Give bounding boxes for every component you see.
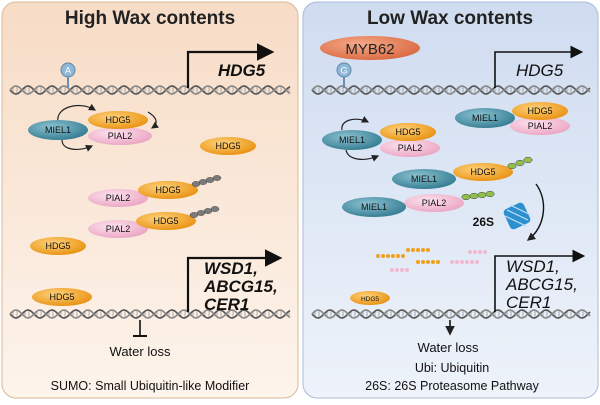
degraded-fragments xyxy=(376,248,487,272)
gene-label-abcg15-left: ABCG15, xyxy=(203,277,278,296)
svg-text:PIAL2: PIAL2 xyxy=(106,193,131,203)
outcome-water-loss-right: Water loss xyxy=(418,340,479,355)
svg-text:HDG5: HDG5 xyxy=(49,292,74,302)
cycle-arrow-left-bottom xyxy=(61,139,94,152)
cycle-arrow-left-top xyxy=(57,103,97,123)
svg-text:A: A xyxy=(65,66,71,76)
right-panel-title: Low Wax contents xyxy=(367,8,533,29)
gene-label-wsd1-left: WSD1, xyxy=(204,259,258,278)
promoter-arrow-hdg5-right xyxy=(494,45,584,88)
promoter-arrow-targets-left xyxy=(186,249,283,312)
svg-text:MIEL1: MIEL1 xyxy=(339,135,365,145)
gene-label-wsd1-right: WSD1, xyxy=(506,257,560,276)
svg-text:MYB62: MYB62 xyxy=(345,41,394,58)
svg-text:MIEL1: MIEL1 xyxy=(361,202,387,212)
legend-26s: 26S: 26S Proteasome Pathway xyxy=(365,379,539,393)
promoter-arrow-hdg5-left xyxy=(186,43,275,88)
cycle-arrow-right-top xyxy=(341,116,370,131)
svg-text:PIAL2: PIAL2 xyxy=(528,121,553,131)
degradation-arrow xyxy=(526,183,545,241)
dna-strand-left-top xyxy=(9,85,291,95)
protein-hdg5: HDG5 xyxy=(88,111,148,129)
gene-label-cer1-left: CER1 xyxy=(204,295,249,314)
svg-text:PIAL2: PIAL2 xyxy=(422,198,447,208)
protein-myb62: MYB62 xyxy=(320,36,420,60)
cycle-arrow-left-right xyxy=(147,111,159,129)
ubiquitin-chain xyxy=(461,190,495,201)
protein-pial2: PIAL2 xyxy=(404,194,464,212)
protein-miel1: MIEL1 xyxy=(392,169,456,189)
protein-hdg5: HDG5 xyxy=(453,163,513,181)
protein-miel1: MIEL1 xyxy=(322,130,382,150)
inhibition-bar xyxy=(133,320,147,337)
legend-sumo: SUMO: Small Ubiquitin-like Modifier xyxy=(51,379,250,393)
legend-ubiquitin: Ubi: Ubiquitin xyxy=(415,361,489,375)
protein-miel1: MIEL1 xyxy=(455,108,515,128)
svg-text:HDG5: HDG5 xyxy=(105,115,130,125)
protein-pial2: PIAL2 xyxy=(88,127,152,145)
dna-strand-right-top xyxy=(311,85,591,95)
dna-strand-right-bottom xyxy=(311,309,591,319)
sumo-chain xyxy=(189,206,220,218)
proteasome-icon xyxy=(503,202,532,230)
dna-strand-left-bottom xyxy=(9,309,291,319)
svg-text:HDG5: HDG5 xyxy=(527,106,552,116)
protein-hdg5: HDG5 xyxy=(136,212,196,230)
gene-label-abcg15-right: ABCG15, xyxy=(505,275,578,294)
snp-marker-g: G xyxy=(336,62,352,88)
svg-text:HDG5: HDG5 xyxy=(470,167,495,177)
protein-pial2: PIAL2 xyxy=(88,189,148,207)
gene-label-cer1-right: CER1 xyxy=(506,293,551,312)
svg-text:MIEL1: MIEL1 xyxy=(45,125,71,135)
protein-pial2: PIAL2 xyxy=(380,139,440,157)
svg-text:HDG5: HDG5 xyxy=(215,141,240,151)
svg-text:HDG5: HDG5 xyxy=(153,216,178,226)
svg-text:MIEL1: MIEL1 xyxy=(411,174,437,184)
svg-text:HDG5: HDG5 xyxy=(45,241,70,251)
cycle-arrow-right-bottom xyxy=(345,149,380,162)
protein-hdg5: HDG5 xyxy=(350,291,390,305)
protein-hdg5: HDG5 xyxy=(512,102,568,120)
svg-text:PIAL2: PIAL2 xyxy=(398,143,423,153)
svg-text:G: G xyxy=(340,66,347,76)
gene-label-hdg5-left: HDG5 xyxy=(218,61,266,80)
snp-marker-a: A xyxy=(60,62,76,88)
sumo-chain xyxy=(191,175,222,187)
promoter-arrow-targets-right xyxy=(494,249,586,312)
svg-text:MIEL1: MIEL1 xyxy=(472,113,498,123)
protein-hdg5: HDG5 xyxy=(30,237,86,255)
protein-hdg5: HDG5 xyxy=(380,123,436,141)
ubiquitin-chain xyxy=(507,156,533,170)
gene-label-hdg5-right: HDG5 xyxy=(516,61,564,80)
protein-pial2: PIAL2 xyxy=(510,117,570,135)
outcome-water-loss-left: Water loss xyxy=(110,344,171,359)
protein-hdg5: HDG5 xyxy=(32,288,92,306)
protein-miel1: MIEL1 xyxy=(342,197,406,217)
protein-miel1: MIEL1 xyxy=(28,120,88,140)
svg-text:HDG5: HDG5 xyxy=(155,185,180,195)
protein-hdg5: HDG5 xyxy=(138,181,198,199)
svg-text:PIAL2: PIAL2 xyxy=(108,131,133,141)
proteasome-label: 26S xyxy=(473,215,494,229)
svg-text:HDG5: HDG5 xyxy=(395,127,420,137)
left-panel-title: High Wax contents xyxy=(65,8,235,29)
svg-text:HDG5: HDG5 xyxy=(361,296,379,303)
protein-pial2: PIAL2 xyxy=(88,220,148,238)
protein-hdg5: HDG5 xyxy=(200,137,256,155)
svg-text:PIAL2: PIAL2 xyxy=(106,224,131,234)
